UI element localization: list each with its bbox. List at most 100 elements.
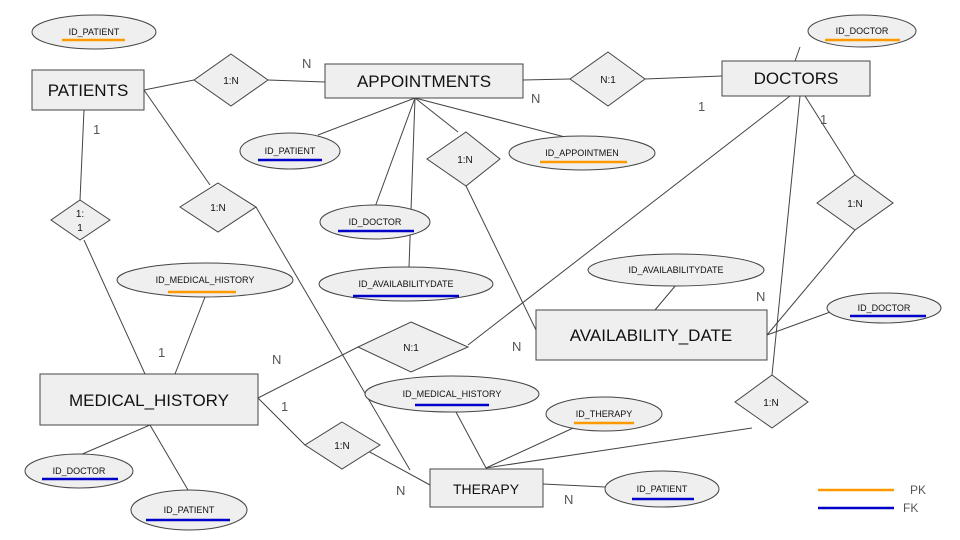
attr-appointments-id-doctor-label: ID_DOCTOR bbox=[349, 217, 402, 227]
attr-doctors-id-doctor[interactable]: ID_DOCTOR bbox=[807, 14, 917, 48]
attr-therapy-id-patient-label: ID_PATIENT bbox=[637, 484, 688, 494]
rel-patients-therapy-label: 1:N bbox=[210, 203, 226, 214]
connector bbox=[143, 79, 195, 91]
attr-therapy-id-therapy-label: ID_THERAPY bbox=[576, 409, 633, 419]
rel-appointments-doctors[interactable]: N:1 bbox=[569, 51, 646, 107]
connector bbox=[267, 79, 326, 83]
cardinality-label: N bbox=[512, 339, 521, 354]
rel-patients-medical-history-label-1: 1: bbox=[76, 209, 84, 220]
cardinality-label: 1 bbox=[158, 345, 165, 360]
attr-medical-history-id-patient[interactable]: ID_PATIENT bbox=[130, 489, 248, 531]
connector bbox=[408, 97, 416, 268]
attr-patients-id-patient-label: ID_PATIENT bbox=[69, 27, 120, 37]
connector bbox=[255, 206, 411, 471]
connector bbox=[317, 97, 416, 136]
entity-patients[interactable]: PATIENTS bbox=[31, 69, 145, 111]
cardinality-label: 1 bbox=[281, 399, 288, 414]
attr-appointments-id-appointment[interactable]: ID_APPOINTMEN bbox=[508, 135, 656, 171]
entity-medical-history[interactable]: MEDICAL_HISTORY bbox=[39, 373, 259, 426]
connector bbox=[83, 239, 146, 375]
rel-appointments-availability[interactable]: 1:N bbox=[426, 131, 501, 187]
connector bbox=[485, 427, 753, 469]
attr-patients-id-patient[interactable]: ID_PATIENT bbox=[31, 14, 157, 50]
legend: PK FK bbox=[818, 483, 926, 515]
rel-therapy-doctors[interactable]: 1:N bbox=[734, 374, 809, 429]
attr-medical-history-id-patient-label: ID_PATIENT bbox=[164, 505, 215, 515]
attr-therapy-id-therapy[interactable]: ID_THERAPY bbox=[545, 396, 663, 432]
attr-medical-history-id-doctor-label: ID_DOCTOR bbox=[53, 466, 106, 476]
connector bbox=[467, 95, 791, 346]
cardinality-label: 1 bbox=[820, 112, 827, 127]
entity-patients-label: PATIENTS bbox=[48, 81, 129, 100]
connector bbox=[522, 78, 571, 81]
entity-doctors[interactable]: DOCTORS bbox=[721, 60, 871, 97]
cardinality-label: N bbox=[272, 352, 281, 367]
legend-pk-label: PK bbox=[910, 483, 926, 497]
connector bbox=[766, 229, 856, 336]
entity-therapy-label: THERAPY bbox=[453, 481, 520, 497]
connector bbox=[766, 310, 834, 336]
connector bbox=[414, 97, 566, 138]
connector bbox=[654, 284, 677, 311]
rel-patients-appointments-label: 1:N bbox=[223, 76, 239, 87]
attr-appointments-id-patient[interactable]: ID_PATIENT bbox=[239, 132, 341, 170]
attr-medical-history-id-doctor[interactable]: ID_DOCTOR bbox=[24, 453, 134, 489]
attr-appointments-id-patient-label: ID_PATIENT bbox=[265, 146, 316, 156]
cardinality-labels: N N 1 1 1 1 N N N 1 N N bbox=[93, 56, 827, 507]
rel-patients-medical-history-label-2: 1 bbox=[77, 223, 83, 234]
connector bbox=[174, 296, 206, 375]
entity-availability-date-label: AVAILABILITY_DATE bbox=[570, 326, 733, 345]
connector bbox=[79, 109, 85, 201]
connector bbox=[257, 397, 306, 446]
rel-appointments-availability-label: 1:N bbox=[457, 155, 473, 166]
connector bbox=[455, 411, 487, 469]
connector bbox=[257, 346, 359, 399]
cardinality-label: N bbox=[756, 289, 765, 304]
attr-availability-id-doctor[interactable]: ID_DOCTOR bbox=[826, 292, 942, 324]
attr-appointments-id-availabilitydate[interactable]: ID_AVAILABILITYDATE bbox=[318, 266, 494, 302]
attr-therapy-id-medical-history[interactable]: ID_MEDICAL_HISTORY bbox=[364, 375, 540, 413]
attr-medical-history-id-medical-history[interactable]: ID_MEDICAL_HISTORY bbox=[116, 262, 294, 298]
connector bbox=[794, 46, 801, 62]
rel-patients-therapy[interactable]: 1:N bbox=[179, 182, 257, 233]
connector bbox=[79, 424, 151, 456]
cardinality-label: N bbox=[564, 492, 573, 507]
connector bbox=[414, 97, 459, 133]
rel-patients-medical-history[interactable]: 1: 1 bbox=[50, 199, 111, 241]
cardinality-label: N bbox=[396, 483, 405, 498]
rel-medical-history-therapy[interactable]: 1:N bbox=[304, 421, 381, 470]
rel-medical-history-doctors[interactable]: N:1 bbox=[356, 321, 470, 373]
rel-doctors-availability[interactable]: 1:N bbox=[816, 174, 894, 231]
connector bbox=[149, 424, 189, 491]
attr-doctors-id-doctor-label: ID_DOCTOR bbox=[836, 26, 889, 36]
cardinality-label: N bbox=[531, 91, 540, 106]
attr-availability-id-availabilitydate[interactable]: ID_AVAILABILITYDATE bbox=[587, 253, 765, 287]
rel-medical-history-doctors-label: N:1 bbox=[403, 343, 419, 354]
attr-therapy-id-medical-history-label: ID_MEDICAL_HISTORY bbox=[403, 389, 502, 399]
rel-therapy-doctors-label: 1:N bbox=[763, 398, 779, 409]
connector bbox=[143, 89, 211, 186]
attr-therapy-id-patient[interactable]: ID_PATIENT bbox=[604, 470, 720, 508]
entity-availability-date[interactable]: AVAILABILITY_DATE bbox=[535, 309, 768, 361]
attr-medical-history-id-medical-history-label: ID_MEDICAL_HISTORY bbox=[156, 275, 255, 285]
cardinality-label: N bbox=[302, 56, 311, 71]
entity-therapy[interactable]: THERAPY bbox=[429, 468, 544, 508]
attr-availability-id-availabilitydate-label: ID_AVAILABILITYDATE bbox=[628, 265, 723, 275]
entity-appointments-label: APPOINTMENTS bbox=[357, 72, 491, 91]
rel-patients-appointments[interactable]: 1:N bbox=[193, 53, 269, 107]
attr-appointments-id-doctor[interactable]: ID_DOCTOR bbox=[319, 204, 431, 240]
entity-doctors-label: DOCTORS bbox=[754, 69, 839, 88]
connector bbox=[804, 95, 856, 176]
entity-medical-history-label: MEDICAL_HISTORY bbox=[69, 391, 229, 410]
connectors bbox=[79, 46, 856, 491]
connector bbox=[542, 483, 606, 488]
rel-medical-history-therapy-label: 1:N bbox=[334, 441, 350, 452]
connector bbox=[771, 95, 801, 376]
legend-fk-label: FK bbox=[903, 501, 918, 515]
entity-appointments[interactable]: APPOINTMENTS bbox=[324, 63, 524, 99]
attr-availability-id-doctor-label: ID_DOCTOR bbox=[858, 303, 911, 313]
connector bbox=[374, 97, 416, 208]
rel-appointments-doctors-label: N:1 bbox=[600, 75, 616, 86]
attr-appointments-id-availabilitydate-label: ID_AVAILABILITYDATE bbox=[358, 279, 453, 289]
